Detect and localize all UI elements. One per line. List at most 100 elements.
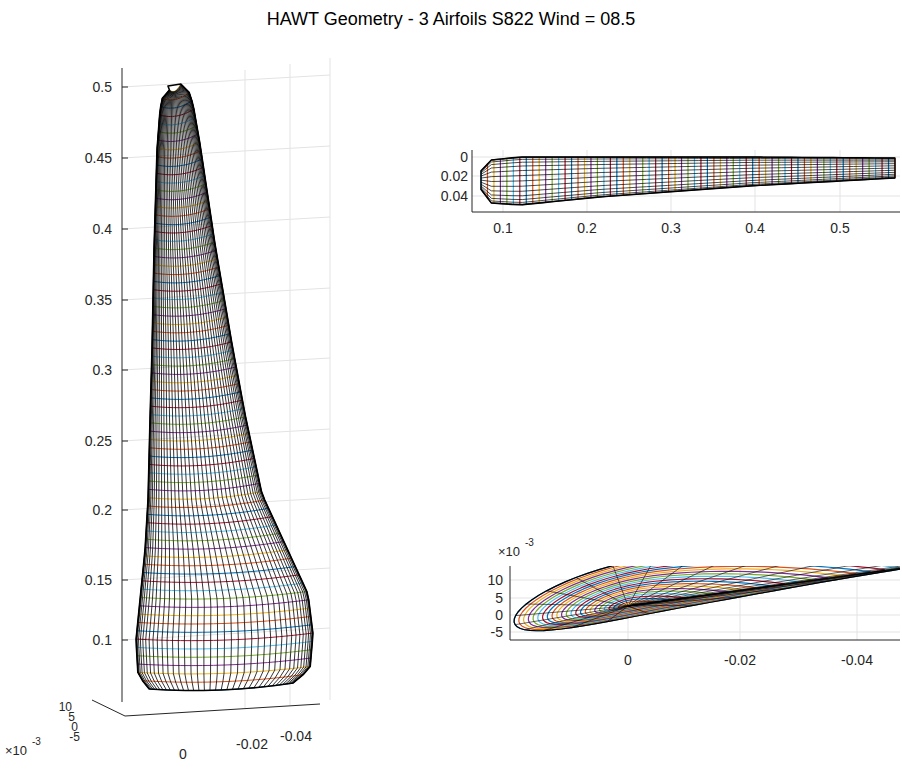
airfoil-mesh-line: [525, 606, 628, 630]
tick-label: 0.4: [93, 222, 112, 236]
blade-mesh-line: [140, 90, 169, 689]
tick-label: 0.15: [85, 573, 112, 587]
exponent-label: -3: [525, 538, 534, 548]
tick-mark: [122, 300, 128, 301]
blade-mesh-line: [178, 88, 271, 687]
axis-line: [122, 68, 123, 702]
tick-label: 0: [179, 747, 187, 761]
tick-mark: [122, 441, 128, 442]
blade-mesh-line: [181, 84, 313, 683]
blade-outline: [136, 84, 313, 691]
airfoil-section: [552, 566, 856, 622]
blade-mesh-line: [179, 87, 282, 686]
tick-mark: [122, 510, 128, 511]
airfoil-mesh-line: [576, 578, 628, 606]
grid-line: [122, 498, 330, 510]
grid-line: [510, 615, 900, 616]
airfoil-mesh-line: [628, 566, 703, 606]
grid-line: [857, 566, 858, 640]
airfoil-outline: [514, 566, 900, 631]
airfoil-mesh-line: [628, 606, 649, 614]
tick-label: -0.04: [280, 729, 312, 743]
airfoil-mesh-line: [515, 606, 628, 625]
blade-mesh-line: [180, 85, 303, 684]
airfoil-mesh-line: [628, 566, 656, 606]
tick-label: 0.02: [441, 169, 468, 183]
blade-mesh-line: [149, 91, 170, 690]
airfoil-section: [566, 574, 813, 620]
airfoil-section: [576, 579, 785, 618]
blade-mesh-line: [180, 86, 296, 685]
airfoil-mesh-line: [628, 566, 900, 606]
tick-label: 0.5: [830, 221, 849, 235]
airfoil-mesh-line: [526, 604, 628, 606]
airfoil-mesh-line: [547, 591, 628, 606]
blade-mesh-line: [181, 84, 312, 683]
tick-mark: [122, 87, 128, 88]
tick-label: 5: [495, 591, 503, 605]
tick-label: 0.3: [93, 363, 112, 377]
blade-mesh-line: [481, 174, 895, 196]
plot-title: HAWT Geometry - 3 Airfoils S822 Wind = 0…: [267, 9, 636, 31]
blade-mesh-line: [179, 86, 291, 685]
airfoil-mesh-line: [628, 566, 847, 606]
tick-label: 0: [624, 653, 632, 667]
airfoil-mesh-line: [628, 588, 791, 606]
tick-label: 10: [487, 573, 503, 587]
blade-mesh-line: [177, 89, 258, 688]
grid-line: [472, 196, 900, 197]
tick-mark: [122, 229, 128, 230]
grid-line: [122, 217, 330, 229]
blade-outline: [481, 157, 895, 205]
tick-mark: [122, 640, 128, 641]
tick-mark: [122, 370, 128, 371]
tick-label: 0.45: [85, 151, 112, 165]
airfoil-mesh-line: [628, 566, 900, 606]
tick-label: 0.2: [93, 503, 112, 517]
airfoil-mesh-line: [628, 566, 752, 606]
airfoil-mesh-line: [628, 566, 900, 606]
grid-line: [122, 75, 330, 87]
axis-line: [510, 566, 511, 640]
tick-label: 0.2: [577, 221, 596, 235]
blade-mesh-line: [181, 84, 311, 683]
grid-line: [290, 64, 291, 705]
airfoil-mesh-line: [628, 566, 900, 606]
grid-line: [330, 58, 331, 700]
airfoil-section: [562, 571, 828, 620]
exponent-label: ×10: [498, 545, 520, 558]
airfoil-mesh-line: [544, 606, 628, 631]
airfoil-mesh-line: [628, 566, 888, 606]
airfoil-mesh-line: [572, 606, 628, 628]
tick-mark: [122, 158, 128, 159]
airfoil-group: [514, 566, 900, 631]
grid-line: [755, 150, 756, 212]
airfoil-mesh-line: [628, 566, 900, 606]
tick-label: 0.1: [93, 633, 112, 647]
tick-label: -0.04: [841, 653, 873, 667]
exponent-label: -3: [32, 737, 41, 747]
axis-line: [472, 212, 900, 213]
airfoil-section: [514, 566, 900, 631]
airfoil-mesh-line: [628, 566, 900, 606]
grid-line: [122, 146, 330, 158]
tick-label: -5: [491, 625, 503, 639]
tick-label: 0.3: [661, 221, 680, 235]
grid-line: [245, 70, 246, 708]
tick-label: 0: [460, 150, 468, 164]
blade-mesh-line: [176, 90, 245, 689]
grid-line: [510, 632, 900, 633]
tick-label: 0: [495, 608, 503, 622]
tick-label: 0.4: [745, 221, 764, 235]
axis-line: [125, 704, 320, 716]
tick-label: 0.5: [93, 80, 112, 94]
blade-mesh-line: [181, 85, 309, 684]
tick-label: 0.04: [441, 189, 468, 203]
tick-mark: [122, 580, 128, 581]
airfoil-section: [557, 569, 842, 622]
axis-line: [510, 640, 900, 641]
grid-line: [671, 150, 672, 212]
airfoil-mesh-line: [613, 566, 628, 606]
tick-label: -5: [69, 731, 80, 743]
